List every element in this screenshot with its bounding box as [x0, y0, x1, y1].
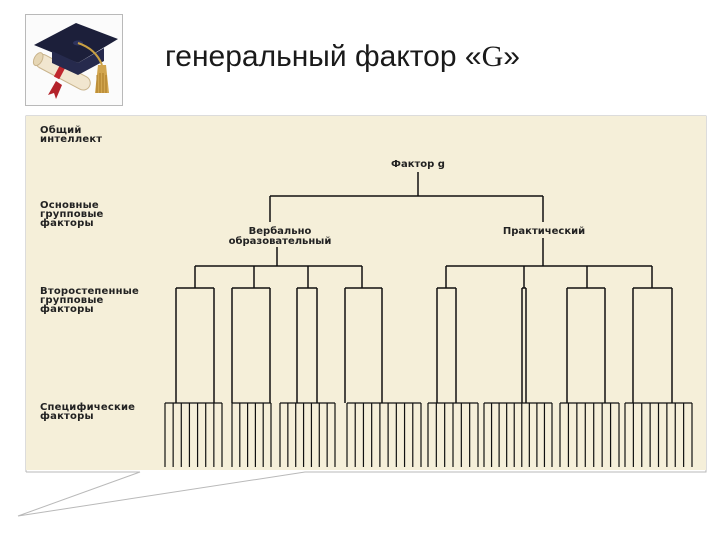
graduation-cap-diploma-icon [25, 14, 123, 106]
diagram-panel [26, 116, 706, 470]
page-title: генеральный фактор «G» [165, 40, 520, 73]
level-label-general: Общий интеллект [40, 125, 103, 145]
tree-specific [164, 402, 693, 467]
level-label-specific: Специфические факторы [40, 402, 136, 422]
node-practical: Практический [502, 226, 586, 237]
level-label-minor: Второстепенные групповые факторы [40, 286, 139, 315]
node-factor-g: Фактор g [391, 159, 445, 170]
node-verbal: Вербально образовательный [228, 226, 332, 247]
tree-top [195, 172, 652, 267]
level-label-major: Основные групповые факторы [40, 200, 104, 229]
tree-secondary [175, 266, 673, 403]
